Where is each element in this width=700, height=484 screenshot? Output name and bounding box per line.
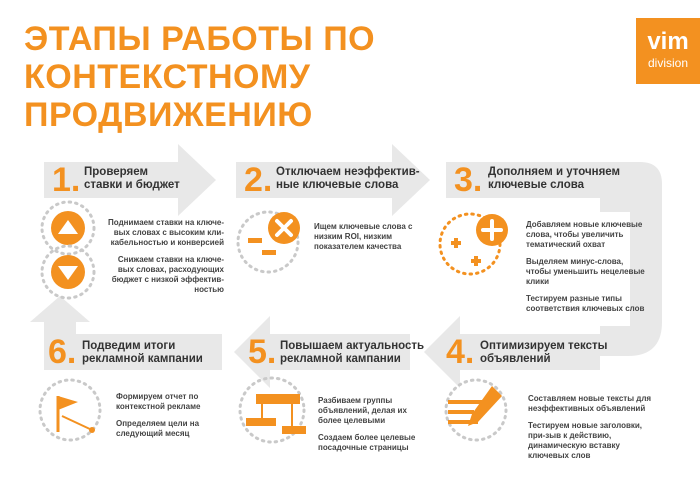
step-6-number: 6.	[48, 333, 77, 371]
brand-logo: vim division	[636, 18, 700, 84]
step-5-heading-line2: рекламной кампании	[280, 353, 401, 365]
step-2-number: 2.	[244, 161, 273, 199]
arrow-step-5	[234, 316, 410, 388]
step-2-heading-line1: Отключаем неэффектив-	[276, 166, 420, 178]
minus-cross-icon	[236, 210, 300, 274]
step-5-desc: Разбиваем группы объявлений, делая их бо…	[318, 396, 418, 460]
arrows-up-down-icon	[40, 200, 96, 300]
step-6-desc: Формируем отчет по контекстной рекламе О…	[116, 392, 216, 446]
pen-icon	[444, 378, 508, 442]
step-3-desc-item: Выделяем минус-слова, чтобы уменьшить не…	[526, 257, 645, 286]
step-5-number: 5.	[248, 333, 277, 371]
step-5-desc-item: Разбиваем группы объявлений, делая их бо…	[318, 396, 407, 425]
logo-line2: division	[647, 56, 689, 70]
step-4-heading-line2: объявлений	[480, 353, 551, 365]
step-3-desc: Добавляем новые ключевые слова, чтобы ув…	[526, 220, 646, 321]
step-5-heading: Повышаем актуальность рекламной кампании	[280, 340, 430, 366]
step-1-desc: Поднимаем ставки на ключе-вых словах с в…	[106, 218, 224, 302]
step-6-heading: Подведим итоги рекламной кампании	[82, 340, 222, 366]
step-4-desc-item: Тестируем новые заголовки, при-зыв к дей…	[528, 421, 643, 460]
step-4-desc: Составляем новые тексты для неэффективны…	[528, 394, 658, 468]
step-1-desc-item: Поднимаем ставки на ключе-вых словах с в…	[108, 218, 224, 247]
step-4-desc-item: Составляем новые тексты для неэффективны…	[528, 394, 652, 413]
step-5-desc-item: Создаем более целевые посадочные страниц…	[318, 433, 416, 452]
step-2-desc-item: Ищем ключевые слова с низким ROI, низким…	[314, 222, 413, 251]
page-title-line2: КОНТЕКСТНОМУ ПРОДВИЖЕНИЮ	[24, 58, 313, 134]
arrow-step-2	[236, 144, 430, 216]
step-3-desc-item: Тестируем разные типы соответствия ключе…	[526, 294, 645, 313]
step-3-heading-line2: ключевые слова	[488, 179, 585, 191]
page-title-line1: ЭТАПЫ РАБОТЫ ПО	[24, 20, 376, 58]
step-6-heading-line1: Подведим итоги	[82, 340, 176, 352]
step-4-heading: Оптимизируем тексты объявлений	[480, 340, 620, 366]
step-2-heading: Отключаем неэффектив- ные ключевые слова	[276, 166, 426, 192]
flag-icon	[38, 378, 102, 442]
step-1-heading-line2: ставки и бюджет	[84, 179, 180, 191]
step-5-heading-line1: Повышаем актуальность	[280, 340, 425, 352]
logo-line1: vim	[647, 28, 689, 55]
step-3-number: 3.	[454, 161, 483, 199]
arrow-loop-left	[30, 296, 90, 336]
step-3-desc-item: Добавляем новые ключевые слова, чтобы ув…	[526, 220, 643, 249]
step-3-heading: Дополняем и уточняем ключевые слова	[488, 166, 638, 192]
page-title: ЭТАПЫ РАБОТЫ ПО КОНТЕКСТНОМУ ПРОДВИЖЕНИЮ	[24, 20, 584, 134]
arrow-step-6	[44, 334, 222, 370]
step-2-desc: Ищем ключевые слова с низким ROI, низким…	[314, 222, 422, 259]
step-1-desc-item: Снижаем ставки на ключе-вых словах, расх…	[111, 255, 224, 294]
arrow-step-4	[424, 316, 600, 388]
arrow-step-1	[44, 144, 216, 216]
arrow-loop-right	[600, 162, 662, 356]
step-6-desc-item: Определяем цели на следующий месяц	[116, 419, 200, 438]
step-1-heading: Проверяем ставки и бюджет	[84, 166, 224, 192]
arrow-step-3	[446, 162, 600, 198]
structure-icon	[238, 376, 306, 444]
step-3-heading-line1: Дополняем и уточняем	[488, 166, 621, 178]
step-1-heading-line1: Проверяем	[84, 166, 148, 178]
step-6-heading-line2: рекламной кампании	[82, 353, 203, 365]
step-1-number: 1.	[52, 161, 81, 199]
step-4-heading-line1: Оптимизируем тексты	[480, 340, 608, 352]
plus-icon	[438, 212, 508, 276]
step-6-desc-item: Формируем отчет по контекстной рекламе	[116, 392, 201, 411]
step-4-number: 4.	[446, 333, 475, 371]
step-2-heading-line2: ные ключевые слова	[276, 179, 399, 191]
